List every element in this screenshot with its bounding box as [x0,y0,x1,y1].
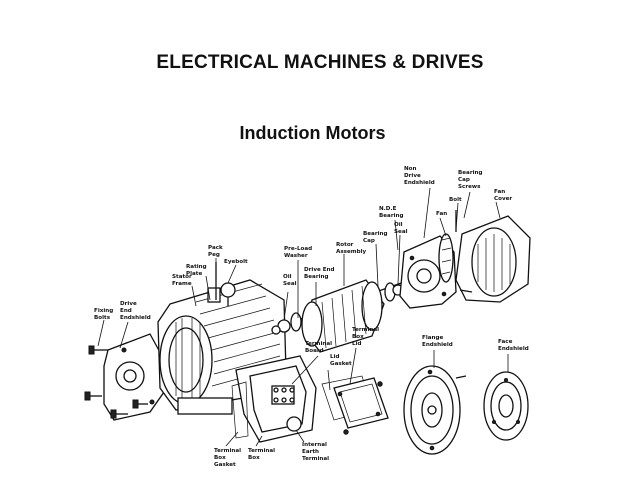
label-eyebolt: Eyebolt [224,259,248,265]
fixing-bolts-part [84,345,148,419]
label-drive-end-bearing: Drive End Bearing [304,267,336,280]
face-endshield-part [483,371,529,441]
fan-part [438,233,454,283]
label-terminal-board: Terminal Board [305,341,334,354]
label-bearing-cap: Bearing Cap [363,231,389,244]
terminal-box-lid-part [333,377,389,435]
label-non-drive-endshield: Non Drive Endshield [404,166,435,186]
slide-title: ELECTRICAL MACHINES & DRIVES [156,52,484,73]
label-fan-cover: Fan Cover [494,189,512,202]
label-internal-earth-terminal: Internal Earth Terminal [302,442,329,462]
label-rating-plate: Rating Plate [186,264,209,277]
label-bolt: Bolt [449,197,462,203]
label-pack-peg: Pack Peg [208,245,225,258]
leader-lines [97,187,509,447]
label-lid-gasket: Lid Gasket [330,354,352,367]
label-terminal-box: Terminal Box [248,448,277,461]
label-stator-frame: Stator Frame [172,274,194,287]
label-fixing-bolts: Fixing Bolts [94,308,115,321]
label-terminal-box-gasket: Terminal Box Gasket [214,448,243,468]
slide-subtitle: Induction Motors [239,123,386,143]
label-rotor-assembly: Rotor Assembly [336,242,367,255]
label-bearing-cap-screws: Bearing Cap Screws [458,170,484,190]
flange-endshield-part [403,365,467,455]
rotor-assembly-part [290,279,405,353]
internal-earth-terminal-part [286,416,302,432]
label-nde-bearing: N.D.E Bearing [379,206,404,219]
oil-seal-left-part [271,325,281,335]
bolt-part [459,289,473,293]
fan-cover-part [455,215,531,303]
label-face-endshield: Face Endshield [498,339,529,352]
drive-end-endshield-part [103,333,165,421]
label-fan: Fan [436,211,447,217]
label-flange-endshield: Flange Endshield [422,335,453,348]
label-oil-seal-left: Oil Seal [283,274,297,287]
label-terminal-box-lid: Terminal Box Lid [352,327,381,347]
label-pre-load-washer: Pre-Load Washer [284,246,314,259]
part-labels: Non Drive Endshield Bearing Cap Screws F… [94,166,529,468]
label-oil-seal-right: Oil Seal [394,222,408,235]
terminal-box-gasket-part [231,381,249,439]
label-drive-end-endshield: Drive End Endshield [120,301,151,321]
